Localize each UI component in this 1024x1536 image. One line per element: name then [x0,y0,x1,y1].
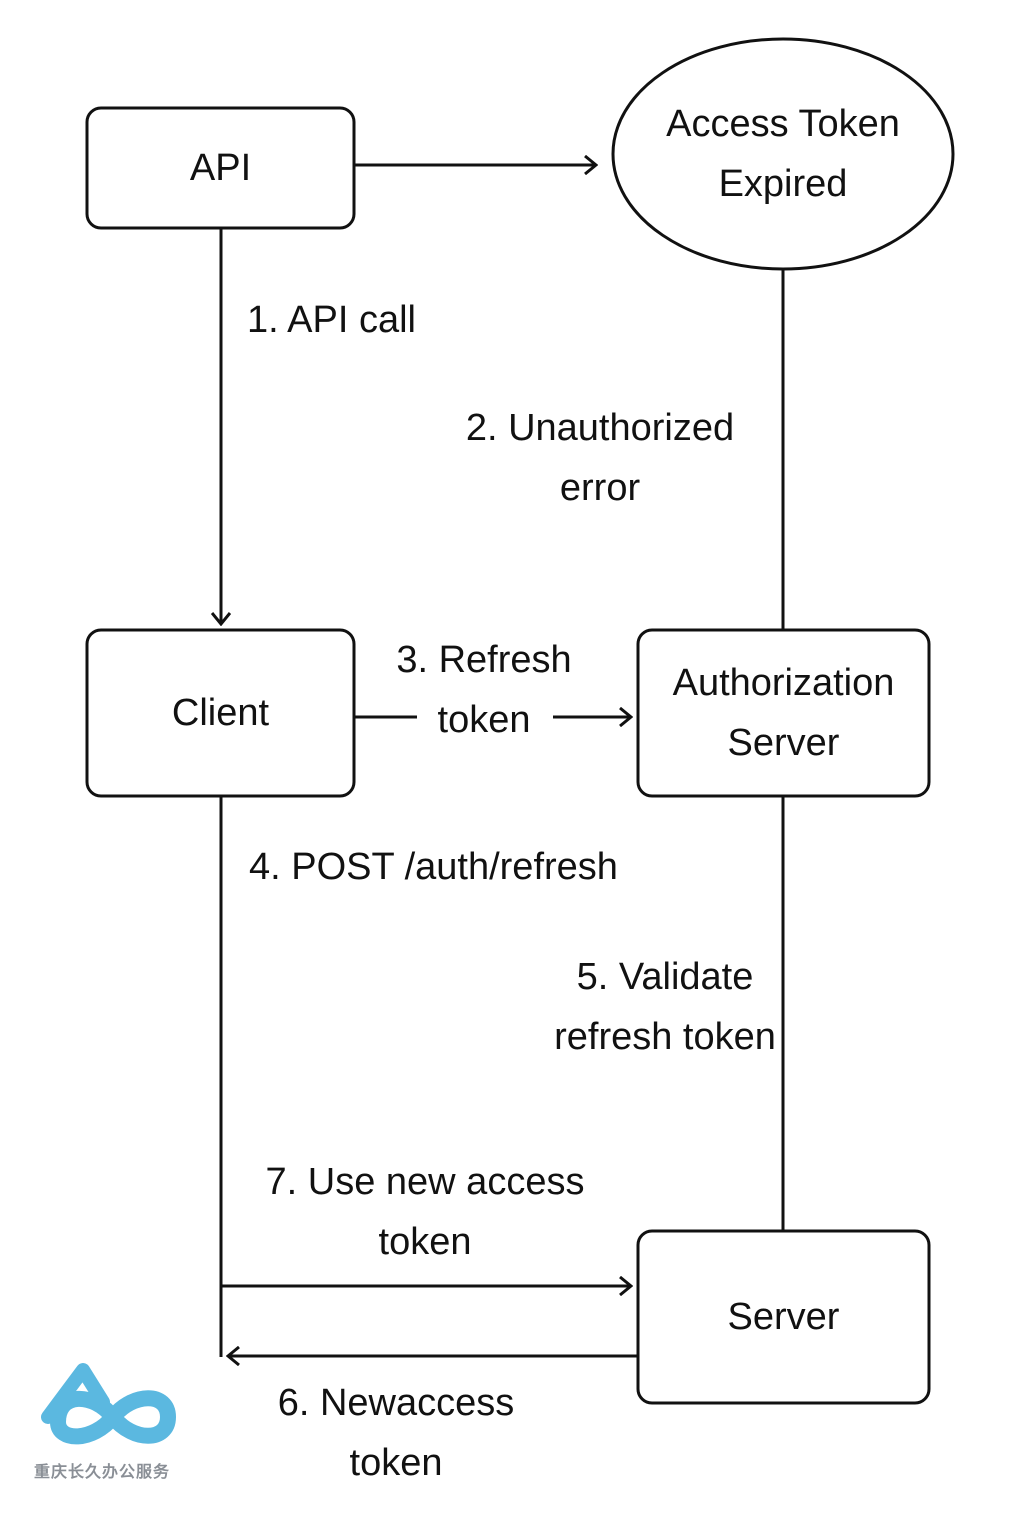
step4-label: 4. POST /auth/refresh [249,846,618,888]
step6-label: 6. Newaccess token [277,1382,515,1484]
authorization-server-label: Authorization Server [672,662,895,764]
company-logo [41,1363,176,1445]
step1-label: 1. API call [247,299,416,341]
api-label: API [189,147,252,189]
step5-label: 5. Validate refresh token [554,956,776,1058]
company-logo-text: 重庆长久办公服务 [34,1462,171,1481]
client-label: Client [171,692,270,734]
server-label: Server [727,1296,840,1338]
step7-label: 7. Use new access token [265,1161,585,1263]
step2-label: 2. Unauthorized error [465,407,735,509]
step3-label: 3. Refresh token [396,639,572,741]
access-token-expired-label: Access Token Expired [666,103,900,205]
